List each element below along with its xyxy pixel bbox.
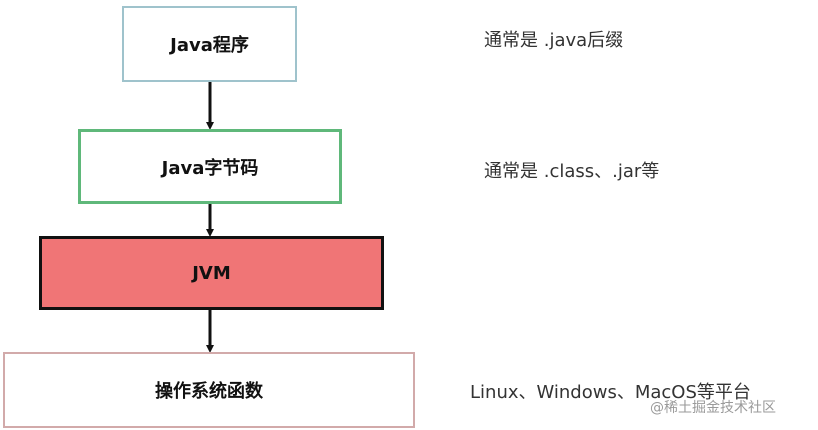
watermark: @稀土掘金技术社区 — [650, 400, 776, 416]
jvm-label: JVM — [192, 262, 231, 284]
os-functions-label: 操作系统函数 — [155, 381, 263, 402]
java-bytecode-note: 通常是 .class、.jar等 — [484, 161, 660, 182]
java-bytecode-label: Java字节码 — [161, 157, 259, 179]
java-program-label: Java程序 — [170, 35, 249, 56]
java-bytecode-box: Java字节码 — [78, 129, 342, 204]
os-functions-box: 操作系统函数 — [3, 352, 415, 428]
jvm-box: JVM — [39, 236, 384, 310]
java-program-note: 通常是 .java后缀 — [484, 30, 624, 51]
java-program-box: Java程序 — [122, 6, 297, 82]
os-platform-note: Linux、Windows、MacOS等平台 — [470, 382, 751, 403]
